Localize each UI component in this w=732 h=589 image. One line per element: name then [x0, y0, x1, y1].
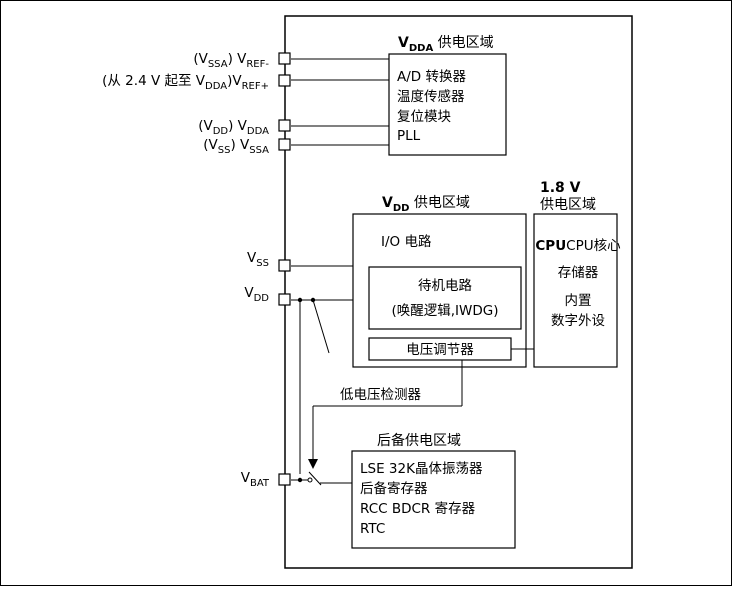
label-vref-minus: (VSSA) VREF-: [193, 51, 269, 70]
standby-circuit-box: [368, 266, 522, 330]
core-domain-box: [533, 213, 618, 368]
vdda-domain-box: [388, 53, 507, 156]
switch-contact: [307, 477, 313, 483]
pin-vdda: [278, 119, 291, 132]
vdda-item-pll: PLL: [397, 128, 421, 144]
pin-vssa: [278, 138, 291, 151]
core-domain-title-line2: 供电区域: [540, 197, 596, 213]
wire-vdd-diag: [312, 299, 330, 354]
arrowhead-lvd: [308, 459, 318, 469]
core-periph-line2: 数字外设: [551, 313, 605, 329]
standby-circuit-line2: (唤醒逻辑,IWDG): [391, 303, 498, 319]
low-voltage-detector-label: 低电压检测器: [340, 387, 421, 403]
pin-vref-plus: [278, 74, 291, 87]
standby-circuit-line1: 待机电路: [418, 278, 472, 294]
junction-vbat: [297, 477, 303, 483]
vdd-io-circuit: I/O 电路: [381, 234, 432, 250]
vdd-domain-title: VDD 供电区域: [382, 195, 470, 214]
label-vssa: (VSS) VSSA: [203, 137, 269, 156]
core-memory: 存储器: [558, 265, 599, 281]
vdda-item-reset: 复位模块: [397, 108, 451, 125]
core-periph-line1: 内置: [565, 293, 592, 309]
vdda-item-adc: A/D 转换器: [397, 69, 466, 85]
backup-item-registers: 后备寄存器: [360, 480, 428, 497]
pin-vss: [278, 259, 291, 272]
backup-item-lse: LSE 32K晶体振荡器: [360, 461, 483, 477]
backup-item-rcc-bdcr: RCC BDCR 寄存器: [360, 500, 476, 517]
label-vdd: VDD: [244, 285, 269, 304]
label-vref-plus: (从 2.4 V 起至 VDDA)VREF+: [102, 73, 269, 92]
chip-outline: [284, 15, 633, 569]
pin-vbat: [278, 473, 291, 486]
switch-blade: [308, 471, 322, 486]
label-vss: VSS: [247, 250, 269, 269]
backup-domain-title: 后备供电区域: [377, 432, 461, 449]
label-vbat: VBAT: [241, 470, 270, 489]
voltage-regulator-label: 电压调节器: [406, 342, 474, 358]
label-vdda: (VDD) VDDA: [198, 118, 269, 137]
backup-domain-box: [351, 450, 516, 549]
vdda-item-temp-sensor: 温度传感器: [397, 88, 465, 105]
pin-vdd: [278, 293, 291, 306]
backup-item-rtc: RTC: [360, 521, 385, 537]
core-domain-title-line1: 1.8 V: [540, 180, 581, 196]
core-cpu: CPUCPU核心: [535, 238, 621, 254]
pin-vref-minus: [278, 52, 291, 65]
vdda-domain-title: VDDA 供电区域: [398, 35, 494, 54]
